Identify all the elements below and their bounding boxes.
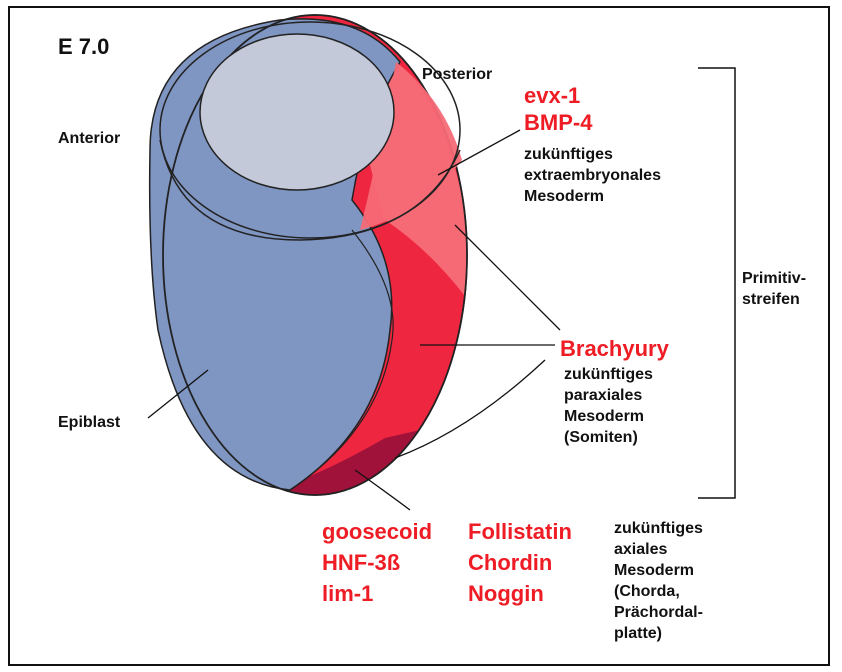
extraembryonic-genes: evx-1 BMP-4 <box>524 82 592 136</box>
primitive-streak-label: Primitiv- streifen <box>742 268 806 310</box>
gene-lim1: lim-1 <box>322 578 432 609</box>
gene-hnf3b: HNF-3ß <box>322 547 432 578</box>
epiblast-label: Epiblast <box>58 412 120 433</box>
extraembryonic-description: zukünftiges extraembryonales Mesoderm <box>524 144 661 207</box>
stage-label: E 7.0 <box>58 34 109 60</box>
amniotic-cavity <box>200 34 394 190</box>
desc-line: Prächordal- <box>614 602 703 623</box>
pointer-axial <box>355 470 410 510</box>
gene-goosecoid: goosecoid <box>322 516 432 547</box>
desc-line: zukünftiges <box>524 144 661 165</box>
gene-noggin: Noggin <box>468 578 572 609</box>
streak-line: streifen <box>742 289 806 310</box>
desc-line: (Somiten) <box>564 427 653 448</box>
desc-line: zukünftiges <box>564 364 653 385</box>
gene-follistatin: Follistatin <box>468 516 572 547</box>
desc-line: platte) <box>614 623 703 644</box>
posterior-label: Posterior <box>422 64 492 85</box>
gene-evx1: evx-1 <box>524 82 592 109</box>
axial-description: zukünftiges axiales Mesoderm (Chorda, Pr… <box>614 518 703 644</box>
anterior-label: Anterior <box>58 128 120 149</box>
streak-line: Primitiv- <box>742 268 806 289</box>
desc-line: axiales <box>614 539 703 560</box>
desc-line: paraxiales <box>564 385 653 406</box>
axial-genes-left: goosecoid HNF-3ß lim-1 <box>322 516 432 609</box>
paraxial-description: zukünftiges paraxiales Mesoderm (Somiten… <box>564 364 653 448</box>
desc-line: zukünftiges <box>614 518 703 539</box>
desc-line: Mesoderm <box>614 560 703 581</box>
gene-chordin: Chordin <box>468 547 572 578</box>
gene-bmp4: BMP-4 <box>524 109 592 136</box>
desc-line: (Chorda, <box>614 581 703 602</box>
gene-brachyury: Brachyury <box>560 335 669 362</box>
desc-line: Mesoderm <box>524 186 661 207</box>
pointer-paraxial-upper <box>455 225 560 330</box>
axial-genes-right: Follistatin Chordin Noggin <box>468 516 572 609</box>
primitive-streak-bracket <box>698 68 735 498</box>
desc-line: extraembryonales <box>524 165 661 186</box>
desc-line: Mesoderm <box>564 406 653 427</box>
